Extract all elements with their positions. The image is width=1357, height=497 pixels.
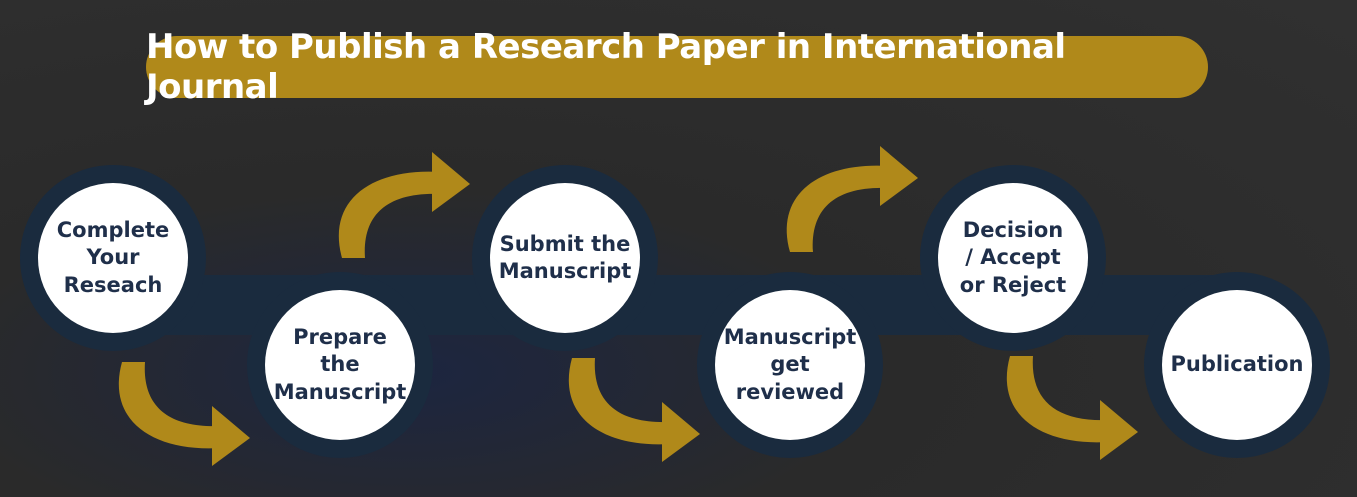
- arrow-up-2: [786, 146, 918, 252]
- step-4-line-2: get reviewed: [735, 352, 845, 404]
- step-2-line-1: Prepare the: [293, 325, 387, 377]
- step-3-line-2: Manuscript: [498, 259, 632, 283]
- step-5-line-3: or Reject: [959, 272, 1067, 297]
- step-2-line-2: Manuscript: [273, 379, 407, 404]
- step-submit-manuscript: Submit the Manuscript: [490, 183, 640, 333]
- step-decision: Decision / Accept or Reject: [938, 183, 1088, 333]
- step-6-line-1: Publication: [1170, 352, 1304, 377]
- step-4-line-1: Manuscript: [723, 325, 857, 350]
- step-prepare-manuscript: Prepare the Manuscript: [265, 290, 415, 440]
- step-manuscript-reviewed: Manuscript get reviewed: [715, 290, 865, 440]
- arrow-down-3: [1006, 356, 1138, 460]
- arrow-down-2: [568, 358, 700, 462]
- step-complete-research: Complete Your Reseach: [38, 183, 188, 333]
- step-5-line-2: / Accept: [965, 245, 1061, 270]
- arrow-up-1: [338, 152, 470, 258]
- step-publication: Publication: [1162, 290, 1312, 440]
- step-1-line-1: Complete: [56, 218, 170, 243]
- step-5-line-1: Decision: [962, 218, 1064, 243]
- flow-arrows: [118, 146, 1138, 466]
- arrow-down-1: [118, 362, 250, 466]
- step-1-line-2: Your Reseach: [63, 245, 163, 297]
- step-3-line-1: Submit the: [499, 231, 631, 256]
